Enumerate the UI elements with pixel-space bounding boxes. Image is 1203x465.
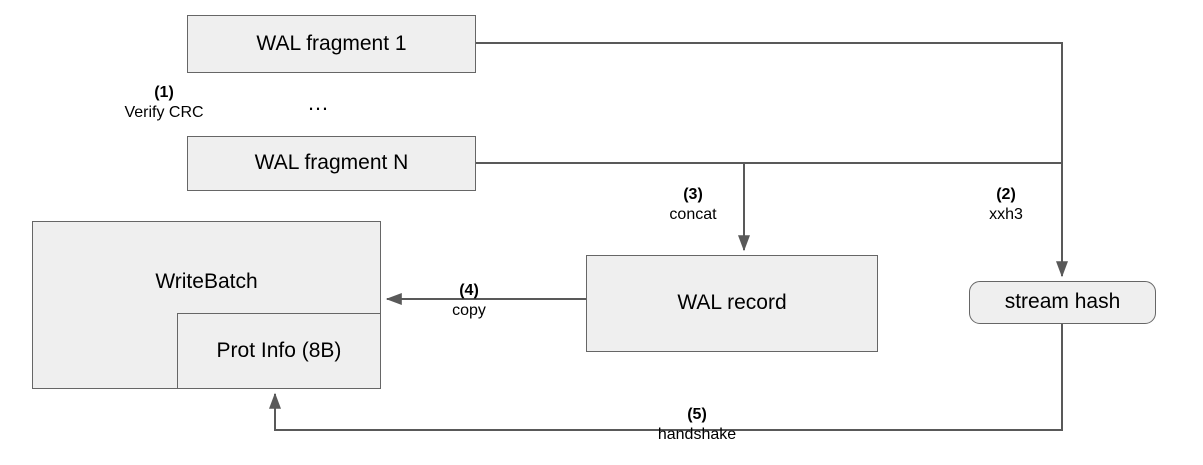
node-wal-record[interactable]: WAL record — [586, 255, 878, 352]
annotation-verify-crc: (1) Verify CRC — [104, 83, 224, 123]
ellipsis-between-fragments: … — [307, 90, 331, 115]
annotation-handshake-caption: handshake — [657, 426, 737, 443]
node-wal-record-label: WAL record — [677, 291, 787, 315]
annotation-concat: (3) concat — [645, 185, 741, 225]
annotation-verify-crc-caption: Verify CRC — [124, 104, 204, 121]
node-prot-info[interactable]: Prot Info (8B) — [177, 313, 381, 389]
node-prot-info-label: Prot Info (8B) — [216, 338, 342, 362]
node-wal-fragment-n[interactable]: WAL fragment N — [187, 136, 476, 191]
annotation-copy: (4) copy — [421, 281, 517, 321]
node-wal-fragment-1-label: WAL fragment 1 — [256, 31, 407, 55]
annotation-handshake: (5) handshake — [627, 405, 767, 445]
edge-fragment1-to-trunk — [476, 42, 1063, 163]
annotation-concat-step: (3) — [683, 186, 703, 203]
annotation-xxh3: (2) xxh3 — [958, 185, 1054, 225]
node-wal-fragment-n-label: WAL fragment N — [254, 151, 409, 175]
node-write-batch-label: WriteBatch — [155, 270, 258, 293]
annotation-handshake-step: (5) — [687, 406, 707, 423]
node-wal-fragment-1[interactable]: WAL fragment 1 — [187, 15, 476, 73]
annotation-verify-crc-step: (1) — [154, 84, 174, 101]
annotation-xxh3-caption: xxh3 — [989, 206, 1023, 223]
node-stream-hash[interactable]: stream hash — [969, 281, 1156, 324]
annotation-copy-caption: copy — [452, 302, 486, 319]
annotation-xxh3-step: (2) — [996, 186, 1016, 203]
annotation-concat-caption: concat — [669, 206, 717, 223]
node-stream-hash-label: stream hash — [1004, 290, 1121, 314]
annotation-copy-step: (4) — [459, 282, 479, 299]
